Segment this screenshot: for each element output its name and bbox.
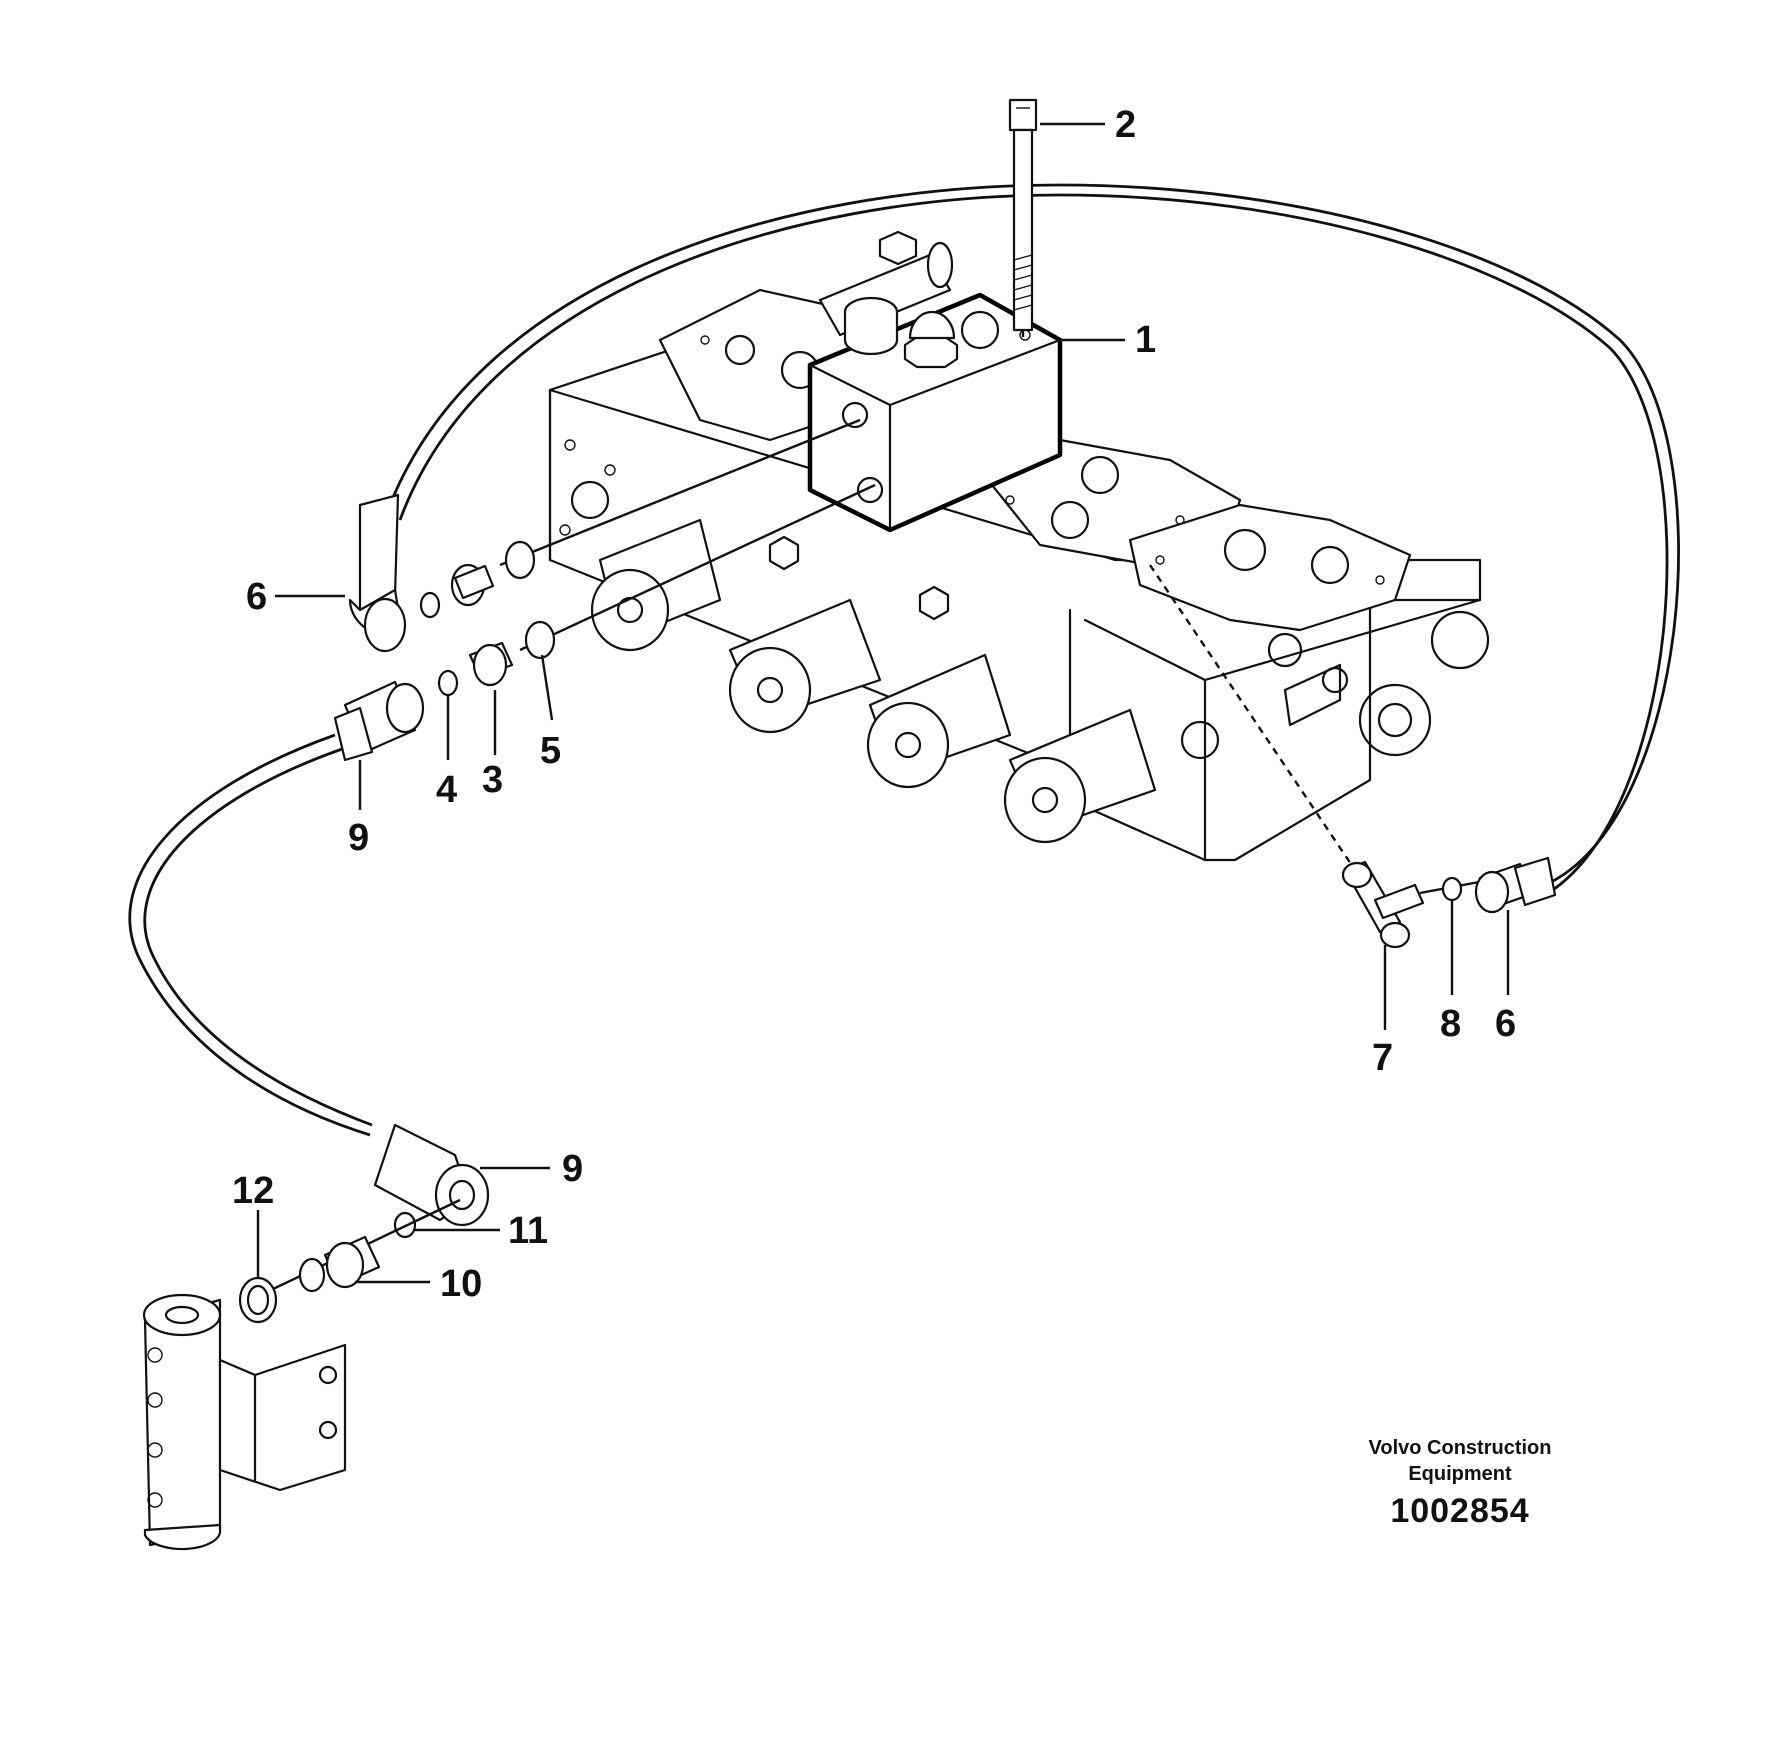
- solenoid-cartridges: [590, 518, 1157, 844]
- callout-11: 11: [508, 1210, 548, 1252]
- callout-5: 5: [540, 730, 561, 772]
- callout-6-right: 6: [1495, 1003, 1516, 1045]
- callout-1: 1: [1135, 319, 1156, 361]
- callout-12: 12: [232, 1170, 274, 1212]
- right-line-fittings: [1149, 564, 1557, 949]
- lower-assembly: [142, 1123, 490, 1551]
- credit-line-2: Equipment: [1408, 1463, 1512, 1485]
- callout-4: 4: [436, 769, 457, 811]
- callout-10: 10: [440, 1263, 482, 1305]
- callout-leaders: [256, 122, 1510, 1284]
- part-1-valve-block: [807, 292, 1063, 533]
- credit-line-1: Volvo Construction: [1368, 1437, 1552, 1459]
- hose-upper-loop: [383, 183, 1680, 897]
- callout-8: 8: [1440, 1003, 1461, 1045]
- callout-numbers: 2 1 6 5 3 4 9 7 8 6 9 11 10 12: [232, 104, 1516, 1305]
- upper-line-fittings: [348, 418, 861, 653]
- drawing-number: 1002854: [1390, 1492, 1530, 1530]
- callout-9-upper: 9: [348, 817, 369, 859]
- callout-2: 2: [1115, 104, 1136, 146]
- callout-9-lower: 9: [562, 1148, 583, 1190]
- hose-lower-loop: [128, 733, 373, 1137]
- part-2-bolt: [1008, 98, 1038, 340]
- callout-3: 3: [482, 759, 503, 801]
- callout-6-left: 6: [246, 576, 267, 618]
- lower-line-fittings: [333, 483, 876, 762]
- callout-7: 7: [1372, 1037, 1393, 1079]
